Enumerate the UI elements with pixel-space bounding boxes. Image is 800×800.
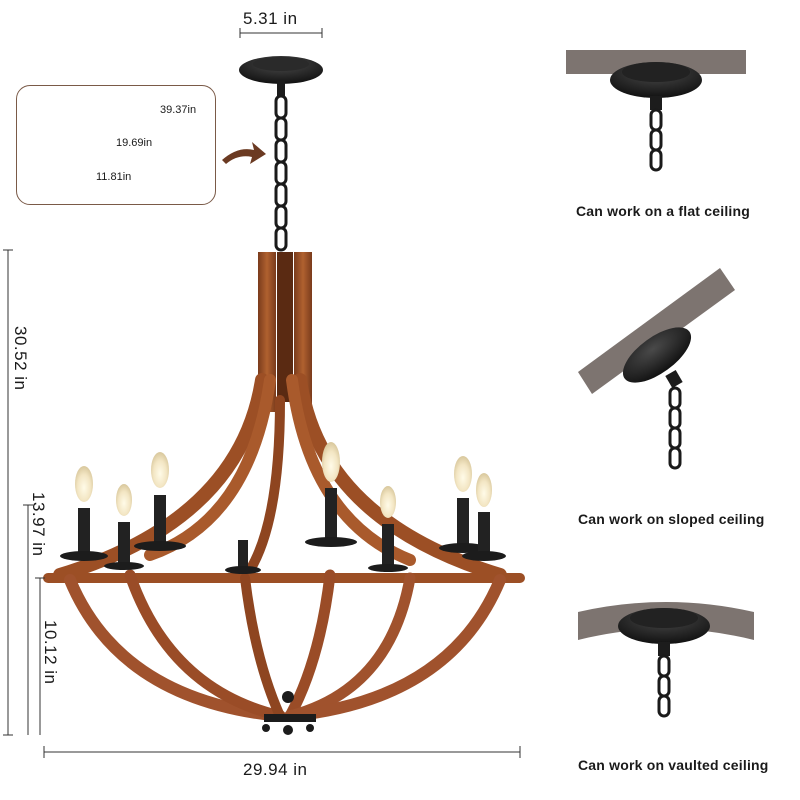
vaulted-ceiling-mount <box>578 602 754 718</box>
chandelier-chain <box>274 94 288 252</box>
chain-length-options-box <box>16 85 216 205</box>
canopy-width-label: 5.31 in <box>243 9 298 28</box>
sloped-ceiling-mount <box>578 268 735 470</box>
chain-length-medium: 19.69in <box>116 137 153 149</box>
body-height-label: 13.97 in <box>29 492 48 557</box>
bowl-height-label: 10.12 in <box>41 620 60 685</box>
flat-ceiling-caption: Can work on a flat ceiling <box>576 203 751 219</box>
arrow-icon <box>222 142 266 164</box>
vaulted-ceiling-caption: Can work on vaulted ceiling <box>578 757 769 773</box>
candle-lights <box>60 442 506 574</box>
chandelier-wood-frame <box>43 252 525 722</box>
chain-length-long: 39.37in <box>160 104 197 116</box>
canopy-width-dimension-line <box>239 28 323 38</box>
chain-length-short: 11.81in <box>96 171 132 183</box>
total-width-label: 29.94 in <box>243 760 308 779</box>
flat-ceiling-mount <box>566 50 746 172</box>
bottom-finial <box>262 691 316 735</box>
height-dimension-lines <box>3 249 45 736</box>
sloped-ceiling-caption: Can work on sloped ceiling <box>578 511 765 527</box>
chandelier-canopy <box>239 56 323 96</box>
total-height-label: 30.52 in <box>11 326 30 391</box>
width-dimension-line <box>43 746 521 758</box>
